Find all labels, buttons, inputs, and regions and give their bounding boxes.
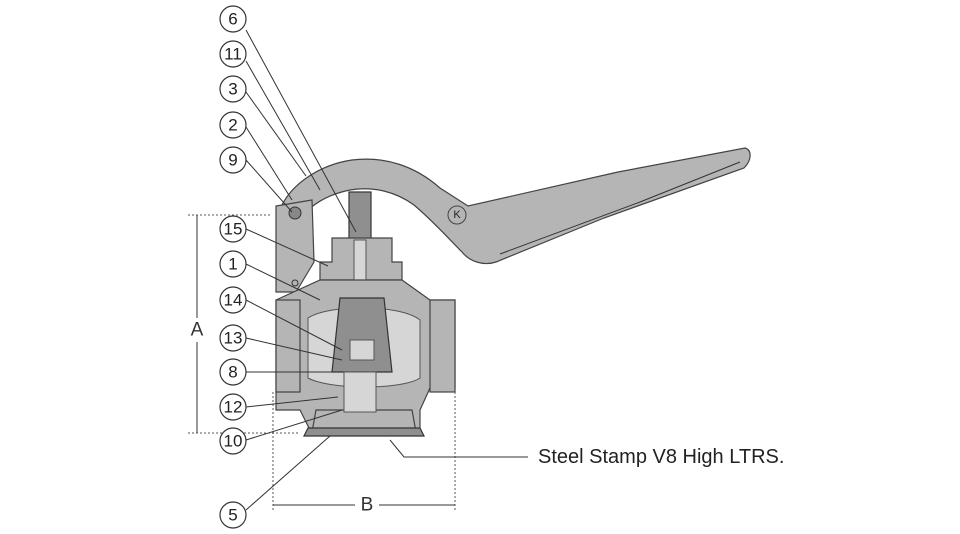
svg-text:15: 15 [224,220,243,239]
callout-1: 1 [219,250,247,278]
callout-10: 10 [219,427,247,455]
svg-text:14: 14 [224,291,243,310]
plug-port [349,339,375,361]
dimension-a-label: A [191,320,204,341]
dimension-b-label: B [361,495,374,516]
callout-14: 14 [219,286,247,314]
svg-text:11: 11 [224,45,242,64]
svg-text:3: 3 [228,80,237,99]
handle-mark-label: K [453,209,461,221]
callout-6: 6 [219,5,247,33]
dim-a-label-bg [186,318,208,342]
bottom-spring [343,371,377,413]
callout-15: 15 [219,215,247,243]
pivot-pin [288,206,302,220]
callout-13: 13 [219,324,247,352]
lever-inner-line [499,161,741,255]
plug [331,297,393,373]
callout-2: 2 [219,111,247,139]
callout-3: 3 [219,75,247,103]
bonnet-stem-cut [353,239,367,281]
svg-text:10: 10 [224,432,243,451]
right-flange [429,299,456,393]
pivot-pin-small [291,279,299,287]
callout-12: 12 [219,393,247,421]
leader-lines [245,29,528,511]
callout-8: 8 [219,358,247,386]
callout-11: 11 [219,40,247,68]
svg-text:5: 5 [228,506,237,525]
callout-9: 9 [219,146,247,174]
svg-text:6: 6 [228,10,237,29]
left-flange [275,299,301,393]
steel-stamp-note: Steel Stamp V8 High LTRS. [538,446,784,468]
svg-text:8: 8 [228,363,237,382]
stem [348,191,372,241]
svg-text:1: 1 [228,255,237,274]
svg-text:2: 2 [228,116,237,135]
svg-text:13: 13 [224,329,243,348]
bottom-cap-base [303,427,425,437]
svg-text:12: 12 [224,398,243,417]
lever-handle [281,147,751,265]
dim-b-label-bg [355,494,379,516]
handle-clevis [275,199,315,293]
handle-mark-circle [447,205,467,225]
callout-5: 5 [219,501,247,529]
svg-text:9: 9 [228,151,237,170]
